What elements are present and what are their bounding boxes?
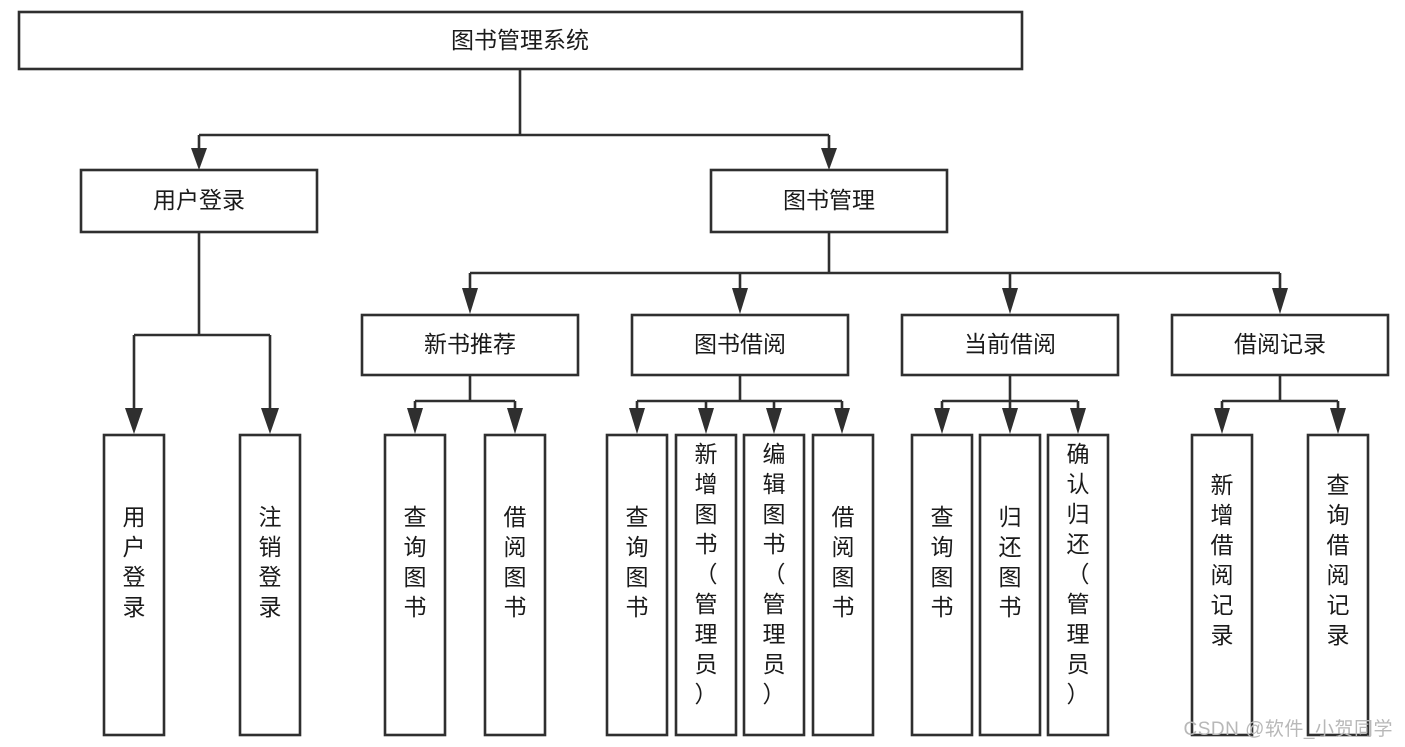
- arrow-head-leaf-user-logout: [261, 408, 279, 434]
- node-user-login-label: 用户登录: [153, 187, 245, 213]
- node-new-book-recommend[interactable]: 新书推荐: [360, 313, 580, 377]
- node-book-manage-box[interactable]: [709, 168, 949, 234]
- node-leaf-add-book[interactable]: 新增图书（管理员）: [674, 433, 738, 737]
- node-user-login-box[interactable]: [79, 168, 319, 234]
- node-leaf-user-login-label: 用户登录: [123, 504, 146, 620]
- arrow-head-current-borrow: [1002, 288, 1018, 314]
- node-borrow-record-label: 借阅记录: [1234, 331, 1326, 357]
- node-book-borrow-label: 图书借阅: [694, 331, 786, 357]
- connector-layer: [125, 69, 1346, 434]
- node-book-manage-label: 图书管理: [783, 187, 875, 213]
- node-leaf-query-record[interactable]: 查询借阅记录: [1306, 433, 1370, 737]
- arrow-head-leaf-add-book: [698, 408, 714, 434]
- node-current-borrow-label: 当前借阅: [964, 331, 1056, 357]
- arrow-head-borrow-record: [1272, 288, 1288, 314]
- arrow-head-new-book-recommend: [462, 288, 478, 314]
- node-leaf-user-logout-box[interactable]: [238, 433, 302, 737]
- node-leaf-query-record-box[interactable]: [1306, 433, 1370, 737]
- arrow-head-book-manage: [821, 148, 837, 170]
- arrow-head-user-login: [191, 148, 207, 170]
- node-leaf-borrow-book-2-label: 借阅图书: [832, 504, 855, 620]
- node-leaf-borrow-book-1-box[interactable]: [483, 433, 547, 737]
- node-new-book-recommend-label: 新书推荐: [424, 331, 516, 357]
- node-root-label: 图书管理系统: [451, 27, 589, 53]
- arrow-head-leaf-user-login: [125, 408, 143, 434]
- node-leaf-add-record-box[interactable]: [1190, 433, 1254, 737]
- node-leaf-borrow-book-2-box[interactable]: [811, 433, 875, 737]
- node-leaf-query-book-3-box[interactable]: [910, 433, 974, 737]
- node-book-borrow[interactable]: 图书借阅: [630, 313, 850, 377]
- arrow-head-book-borrow: [732, 288, 748, 314]
- node-leaf-query-book-1[interactable]: 查询图书: [383, 433, 447, 737]
- node-leaf-return-book[interactable]: 归还图书: [978, 433, 1042, 737]
- node-leaf-borrow-book-2[interactable]: 借阅图书: [811, 433, 875, 737]
- node-leaf-confirm-return-label: 确认归还（管理员）: [1067, 441, 1090, 707]
- node-current-borrow-box[interactable]: [900, 313, 1120, 377]
- node-leaf-user-login-box[interactable]: [102, 433, 166, 737]
- node-leaf-confirm-return-box[interactable]: [1046, 433, 1110, 737]
- node-leaf-confirm-return[interactable]: 确认归还（管理员）: [1046, 433, 1110, 737]
- node-leaf-edit-book[interactable]: 编辑图书（管理员）: [742, 433, 806, 737]
- arrow-head-leaf-query-book-1: [407, 408, 423, 434]
- node-borrow-record[interactable]: 借阅记录: [1170, 313, 1390, 377]
- arrow-head-leaf-borrow-book-1: [507, 408, 523, 434]
- arrow-head-leaf-borrow-book-2: [834, 408, 850, 434]
- node-current-borrow[interactable]: 当前借阅: [900, 313, 1120, 377]
- node-leaf-return-book-label: 归还图书: [999, 504, 1022, 620]
- arrow-head-leaf-edit-book: [766, 408, 782, 434]
- node-root[interactable]: 图书管理系统: [17, 10, 1024, 71]
- node-new-book-recommend-box[interactable]: [360, 313, 580, 377]
- node-leaf-query-book-1-box[interactable]: [383, 433, 447, 737]
- node-leaf-query-book-2-label: 查询图书: [626, 504, 649, 620]
- node-book-borrow-box[interactable]: [630, 313, 850, 377]
- node-leaf-add-record-label: 新增借阅记录: [1211, 472, 1234, 648]
- arrow-head-leaf-query-record: [1330, 408, 1346, 434]
- node-leaf-edit-book-box[interactable]: [742, 433, 806, 737]
- arrow-head-leaf-query-book-3: [934, 408, 950, 434]
- node-leaf-add-book-label: 新增图书（管理员）: [695, 441, 718, 707]
- arrow-head-leaf-confirm-return: [1070, 408, 1086, 434]
- node-leaf-user-login[interactable]: 用户登录: [102, 433, 166, 737]
- node-leaf-query-book-1-label: 查询图书: [404, 504, 427, 620]
- node-root-box[interactable]: [17, 10, 1024, 71]
- node-leaf-query-book-3-label: 查询图书: [931, 504, 954, 620]
- node-user-login[interactable]: 用户登录: [79, 168, 319, 234]
- node-leaf-user-logout-label: 注销登录: [259, 504, 282, 620]
- node-borrow-record-box[interactable]: [1170, 313, 1390, 377]
- node-leaf-borrow-book-1[interactable]: 借阅图书: [483, 433, 547, 737]
- node-leaf-query-book-3[interactable]: 查询图书: [910, 433, 974, 737]
- node-leaf-user-logout[interactable]: 注销登录: [238, 433, 302, 737]
- node-leaf-query-book-2-box[interactable]: [605, 433, 669, 737]
- node-leaf-query-record-label: 查询借阅记录: [1327, 472, 1350, 648]
- node-leaf-return-book-box[interactable]: [978, 433, 1042, 737]
- node-leaf-add-book-box[interactable]: [674, 433, 738, 737]
- node-leaf-query-book-2[interactable]: 查询图书: [605, 433, 669, 737]
- arrow-head-leaf-return-book: [1002, 408, 1018, 434]
- csdn-watermark: CSDN @软件_小贺同学: [1183, 719, 1393, 740]
- node-book-manage[interactable]: 图书管理: [709, 168, 949, 234]
- arrow-head-leaf-query-book-2: [629, 408, 645, 434]
- node-leaf-add-record[interactable]: 新增借阅记录: [1190, 433, 1254, 737]
- node-leaf-borrow-book-1-label: 借阅图书: [504, 504, 527, 620]
- node-leaf-edit-book-label: 编辑图书（管理员）: [763, 441, 786, 707]
- arrow-head-leaf-add-record: [1214, 408, 1230, 434]
